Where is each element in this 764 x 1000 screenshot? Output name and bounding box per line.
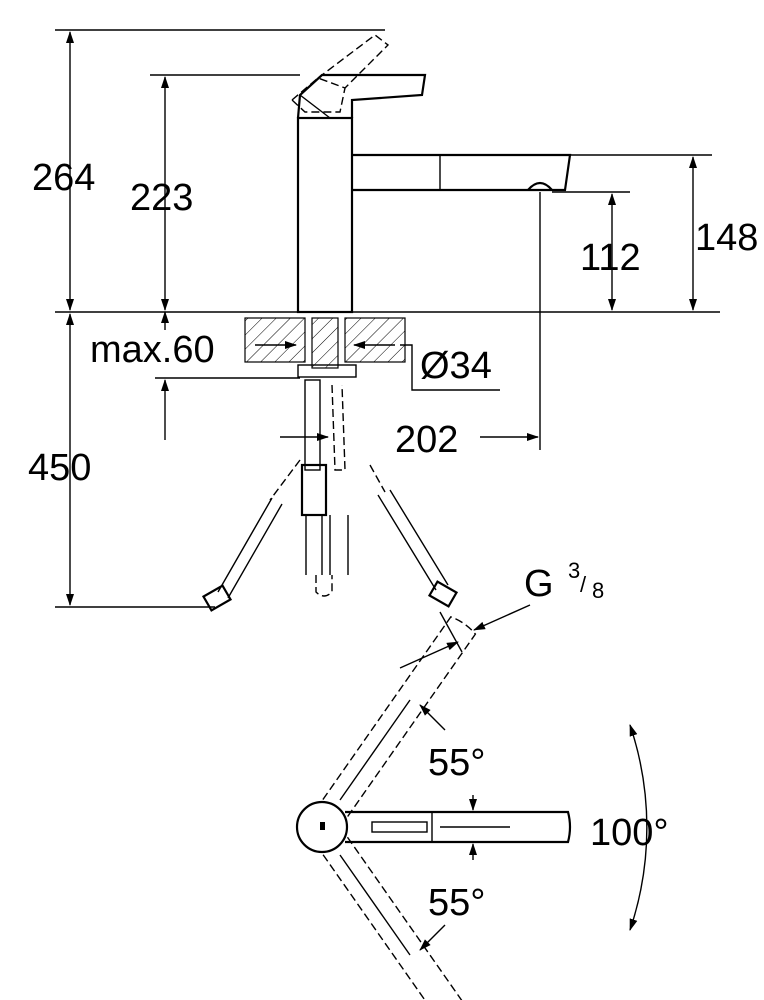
countertop-section: [244, 317, 500, 391]
dim-148-label: 148: [695, 217, 758, 259]
dim-264-label: 264: [32, 157, 95, 199]
dim-223-label: 223: [130, 177, 193, 219]
angle-total-label: 100°: [590, 812, 669, 854]
max-counter-label: max.60: [90, 329, 215, 371]
hole-diameter-label: Ø34: [420, 345, 492, 387]
faucet-side-view: [290, 34, 572, 314]
dim-112-label: 112: [580, 237, 641, 279]
angle-lower-label: 55°: [428, 882, 485, 924]
thread-slash: /: [580, 572, 587, 597]
dim-450-label: 450: [28, 447, 91, 489]
supply-hoses: [201, 379, 459, 612]
faucet-top-view: [295, 616, 648, 1000]
angle-upper-label: 55°: [428, 742, 485, 784]
thread-denominator: 8: [592, 578, 604, 603]
thread-numerator: 3: [568, 558, 580, 583]
dim-202-label: 202: [395, 419, 458, 461]
thread-g-label: G: [524, 563, 554, 605]
